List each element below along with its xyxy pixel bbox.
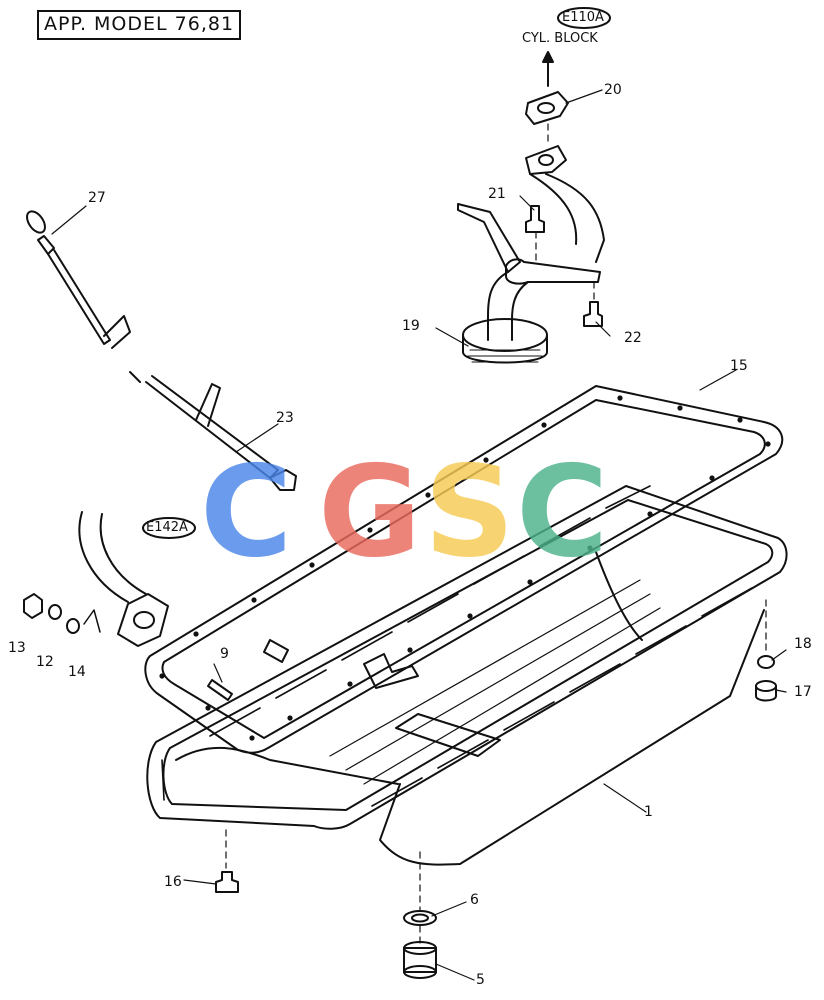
ref-code-e110a: E110A <box>562 10 604 25</box>
part-1-oil-pan <box>146 485 788 866</box>
ref-bubble-e142a <box>142 517 196 539</box>
callout-16: 16 <box>164 874 182 890</box>
part-13-nut <box>23 593 43 619</box>
block-arrow-head <box>542 51 554 63</box>
model-label-box <box>37 10 241 40</box>
part-23-dipstick-guide <box>145 375 297 491</box>
part-1-flange-slots <box>161 485 753 807</box>
callout-13: 13 <box>8 640 26 656</box>
callout-15: 15 <box>730 358 748 374</box>
callout-19: 19 <box>402 318 420 334</box>
centre-lines <box>225 123 767 945</box>
callout-14: 14 <box>68 664 86 680</box>
model-label: APP. MODEL 76,81 <box>44 13 235 35</box>
callout-20: 20 <box>604 82 622 98</box>
callout-12: 12 <box>36 654 54 670</box>
leader-lines <box>51 89 787 981</box>
part-22-bolt <box>583 301 603 327</box>
part-15-gasket-holes <box>159 395 771 741</box>
callout-21: 21 <box>488 186 506 202</box>
part-14-washer <box>66 618 80 634</box>
part-9-stud <box>207 639 289 701</box>
part-18-washer <box>757 655 775 669</box>
callout-6: 6 <box>470 892 479 908</box>
part-27-dipstick <box>26 210 141 383</box>
callout-27: 27 <box>88 190 106 206</box>
ref-code-e142a: E142A <box>146 520 188 535</box>
part-6-drain-gasket <box>403 910 437 926</box>
part-15-gasket <box>144 385 784 754</box>
callout-5: 5 <box>476 972 485 988</box>
part-19-oil-strainer <box>457 145 605 364</box>
watermark-letter-g: G <box>318 438 422 585</box>
pipe-e142a <box>78 511 169 647</box>
part-21-bolt <box>525 205 545 233</box>
watermark-letter-s: S <box>424 438 515 585</box>
callout-1: 1 <box>644 804 653 820</box>
callout-18: 18 <box>794 636 812 652</box>
part-17-nut <box>755 680 777 702</box>
callout-23: 23 <box>276 410 294 426</box>
watermark-letter-c2: C <box>516 438 609 585</box>
callout-9: 9 <box>220 646 229 662</box>
part-20-gasket <box>525 91 569 125</box>
part-12-washer <box>48 604 62 620</box>
part-5-drain-plug <box>403 941 437 979</box>
watermark-letter-c1: C <box>200 438 293 585</box>
ref-cyl-block: CYL. BLOCK <box>522 31 598 46</box>
callout-17: 17 <box>794 684 812 700</box>
callout-22: 22 <box>624 330 642 346</box>
ref-bubble-e110a <box>557 7 611 29</box>
part-16-bolt <box>215 871 239 893</box>
